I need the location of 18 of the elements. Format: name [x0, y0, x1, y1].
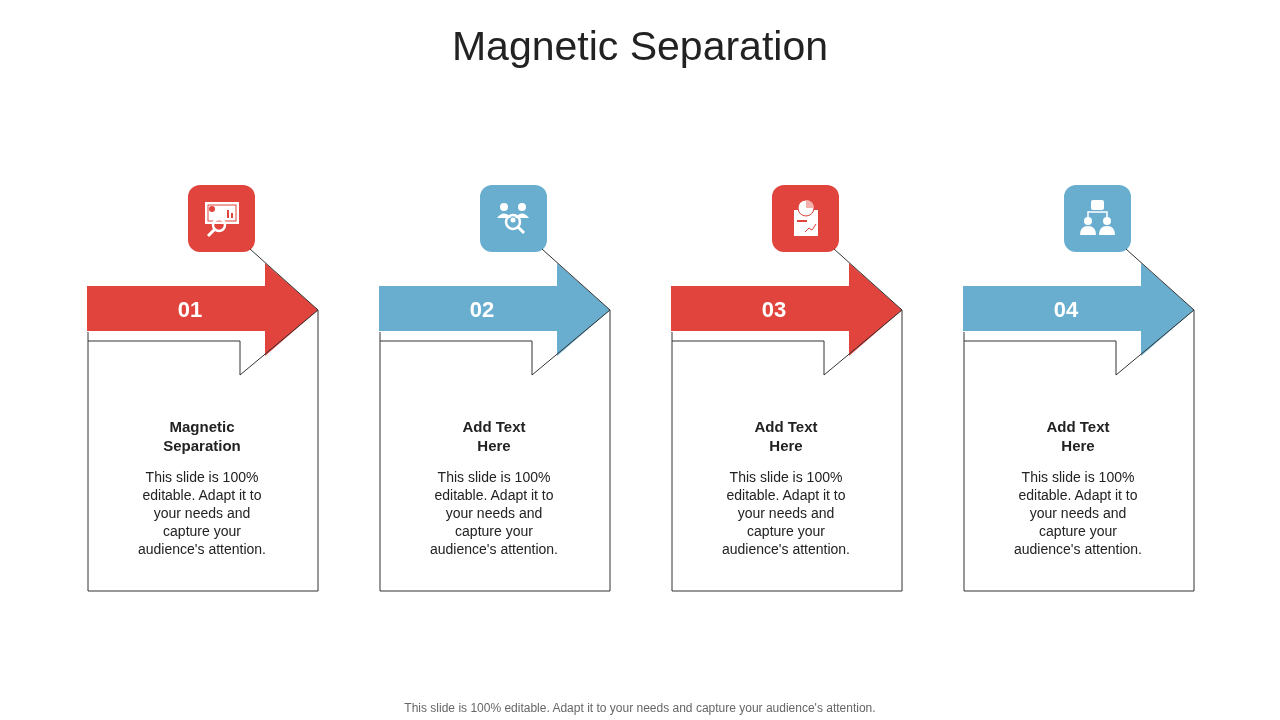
step-number: 03 — [760, 296, 788, 324]
footer-note: This slide is 100% editable. Adapt it to your needs and capture your audience's attention. — [403, 701, 877, 715]
text-card — [671, 247, 903, 592]
card-description: This slide is 100% editable. Adapt it to your needs and capture your audience's attention. — [721, 468, 851, 558]
card-heading: Add Text Here — [753, 417, 819, 455]
slide-title: Magnetic Separation — [450, 22, 830, 71]
card-description: This slide is 100% editable. Adapt it to your needs and capture your audience's attention. — [137, 468, 267, 558]
card-description: This slide is 100% editable. Adapt it to your needs and capture your audience's attention. — [429, 468, 559, 558]
text-card — [379, 247, 611, 592]
step-number: 02 — [468, 296, 496, 324]
text-card — [963, 247, 1195, 592]
card-heading: Add Text Here — [461, 417, 527, 455]
card-heading: Magnetic Separation — [162, 417, 242, 455]
step-number: 04 — [1052, 296, 1080, 324]
text-card — [87, 247, 319, 592]
card-heading: Add Text Here — [1045, 417, 1111, 455]
card-description: This slide is 100% editable. Adapt it to your needs and capture your audience's attention. — [1013, 468, 1143, 558]
step-number: 01 — [176, 296, 204, 324]
